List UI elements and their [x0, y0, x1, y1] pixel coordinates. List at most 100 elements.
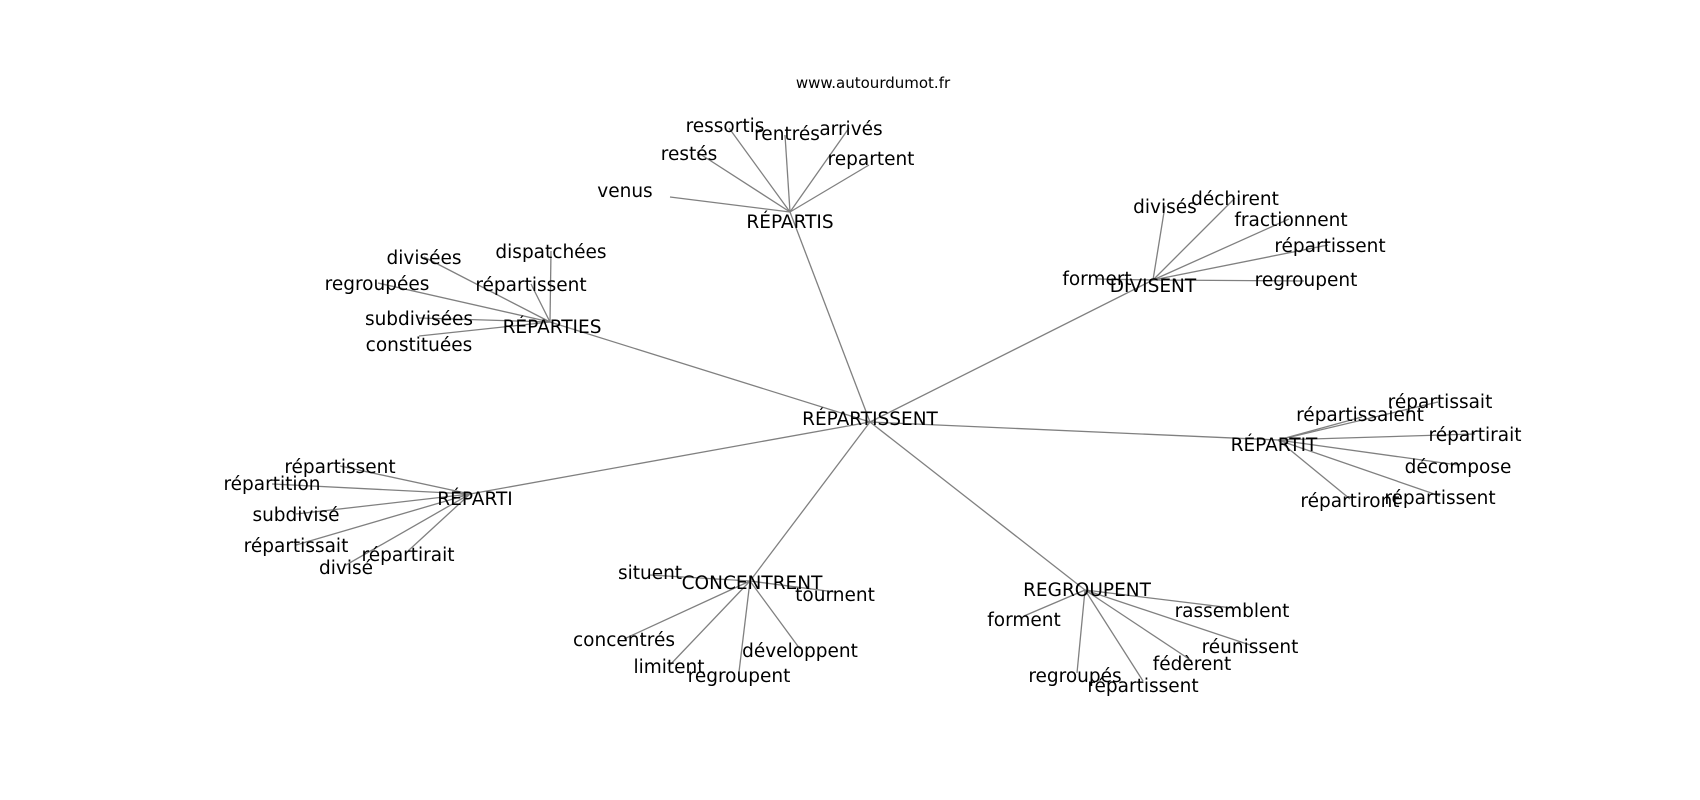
word-label-concentrent-0: situent	[618, 563, 682, 584]
edge-center-repartis	[789, 211, 871, 423]
edge-reparties-word-5	[418, 321, 551, 337]
edge-divisent-word-0	[1096, 278, 1154, 281]
edge-repartit-word-2	[1277, 433, 1476, 441]
edge-repartis-word-0	[669, 196, 791, 213]
edge-reparti-word-1	[271, 483, 471, 495]
edge-repartit-word-3	[1277, 439, 1459, 466]
edge-regroupent-word-4	[1084, 589, 1144, 682]
cluster-label-reparties: RÉPARTIES	[503, 316, 602, 338]
cluster-label-repartit: RÉPARTIT	[1231, 434, 1318, 456]
word-label-regroupent-1: rassemblent	[1175, 601, 1290, 622]
edge-divisent-word-2	[1152, 197, 1236, 281]
edge-reparties-word-1	[549, 250, 552, 323]
cluster-label-reparti: RÉPARTI	[437, 488, 512, 510]
edge-center-reparti	[469, 421, 871, 495]
edge-divisent-word-5	[1152, 279, 1305, 282]
word-label-regroupent-3: regroupés	[1028, 666, 1121, 687]
cluster-label-repartis: RÉPARTIS	[746, 211, 833, 233]
word-label-concentrent-1: tournent	[795, 585, 875, 606]
word-label-reparties-0: divisées	[386, 248, 461, 269]
word-label-divisent-1: divisés	[1133, 197, 1197, 218]
cluster-label-concentrent: CONCENTRENT	[682, 573, 823, 594]
word-label-divisent-2: déchirent	[1191, 189, 1279, 210]
edge-regroupent-word-3	[1076, 589, 1086, 674]
edge-regroupent-word-2	[1084, 589, 1251, 646]
word-label-regroupent-4: répartissent	[1087, 676, 1198, 697]
word-label-concentrent-3: limitent	[633, 657, 704, 678]
word-label-repartis-0: venus	[597, 181, 652, 202]
word-label-repartis-4: arrivés	[819, 119, 882, 140]
word-label-repartit-2: répartirait	[1429, 425, 1522, 446]
edge-center-repartit	[869, 421, 1279, 441]
word-label-repartis-3: rentrés	[754, 124, 820, 145]
edge-repartit-word-1	[1277, 401, 1439, 441]
edge-center-reparties	[549, 321, 871, 423]
edge-regroupent-word-0	[1023, 589, 1086, 617]
edge-reparties-word-0	[423, 256, 551, 323]
word-label-reparties-4: subdivisées	[365, 309, 473, 330]
edge-regroupent-word-5	[1084, 589, 1193, 662]
edge-concentrent-word-3	[668, 580, 751, 667]
edge-concentrent-word-5	[749, 580, 801, 650]
word-label-repartit-4: répartissent	[1384, 488, 1495, 509]
word-label-divisent-3: fractionnent	[1234, 210, 1347, 231]
edge-repartis-word-3	[784, 134, 791, 213]
edge-divisent-word-1	[1152, 205, 1166, 281]
word-label-reparti-3: répartissait	[244, 536, 349, 557]
word-label-concentrent-2: concentrés	[573, 630, 675, 651]
cluster-label-divisent: DIVISENT	[1110, 276, 1197, 297]
edge-concentrent-word-1	[749, 580, 836, 593]
word-label-repartit-0: répartissaient	[1296, 405, 1424, 426]
word-label-reparties-2: regroupées	[325, 274, 430, 295]
word-label-reparti-0: répartissent	[284, 457, 395, 478]
edge-center-regroupent	[869, 421, 1086, 591]
edge-concentrent-word-2	[623, 580, 751, 640]
edge-center-concentrent	[749, 421, 871, 582]
word-label-divisent-0: formert	[1062, 269, 1131, 290]
edge-divisent-word-4	[1152, 244, 1329, 281]
word-label-repartit-5: répartiront	[1300, 491, 1399, 512]
word-label-regroupent-2: réunissent	[1202, 637, 1299, 658]
graph-edges	[271, 127, 1476, 682]
edge-reparties-word-3	[530, 283, 551, 323]
word-label-repartis-5: repartent	[828, 149, 915, 170]
edge-reparti-word-4	[345, 493, 471, 566]
edge-reparti-word-5	[407, 493, 471, 552]
edge-repartis-word-2	[728, 127, 791, 213]
word-label-reparti-2: subdivisé	[252, 505, 339, 526]
word-label-repartis-1: restés	[661, 144, 718, 165]
cluster-label-regroupent: REGROUPENT	[1023, 580, 1152, 601]
word-label-repartis-2: ressortis	[686, 116, 765, 137]
edge-reparties-word-4	[418, 317, 551, 323]
edge-reparti-word-2	[295, 493, 471, 515]
edge-concentrent-word-4	[738, 580, 751, 673]
word-label-divisent-4: répartissent	[1274, 236, 1385, 257]
word-label-reparties-1: dispatchées	[495, 242, 606, 263]
source-url: www.autourdumot.fr	[796, 74, 951, 92]
word-label-divisent-5: regroupent	[1255, 270, 1358, 291]
edge-regroupent-word-1	[1084, 589, 1233, 609]
edge-divisent-word-3	[1152, 218, 1290, 281]
edge-repartis-word-1	[696, 151, 791, 213]
edge-repartit-word-5	[1277, 439, 1351, 500]
edge-repartit-word-4	[1277, 439, 1441, 497]
word-label-concentrent-4: regroupent	[688, 666, 791, 687]
edge-reparti-word-3	[295, 493, 471, 546]
word-label-reparties-3: répartissent	[475, 275, 586, 296]
edge-reparti-word-0	[339, 465, 471, 495]
edge-concentrent-word-0	[649, 574, 751, 582]
word-label-reparties-5: constituées	[366, 335, 473, 356]
edge-repartis-word-4	[789, 127, 850, 213]
edge-center-divisent	[869, 279, 1154, 423]
word-label-regroupent-0: forment	[987, 610, 1061, 631]
center-word: RÉPARTISSENT	[802, 408, 938, 430]
word-label-repartit-1: répartissait	[1388, 392, 1493, 413]
word-label-reparti-4: divisé	[319, 558, 373, 579]
word-label-reparti-5: répartirait	[362, 545, 455, 566]
edge-reparties-word-2	[377, 282, 551, 323]
word-label-concentrent-5: développent	[742, 641, 858, 662]
word-label-regroupent-5: fédèrent	[1153, 654, 1232, 675]
word-label-repartit-3: décompose	[1405, 457, 1512, 478]
